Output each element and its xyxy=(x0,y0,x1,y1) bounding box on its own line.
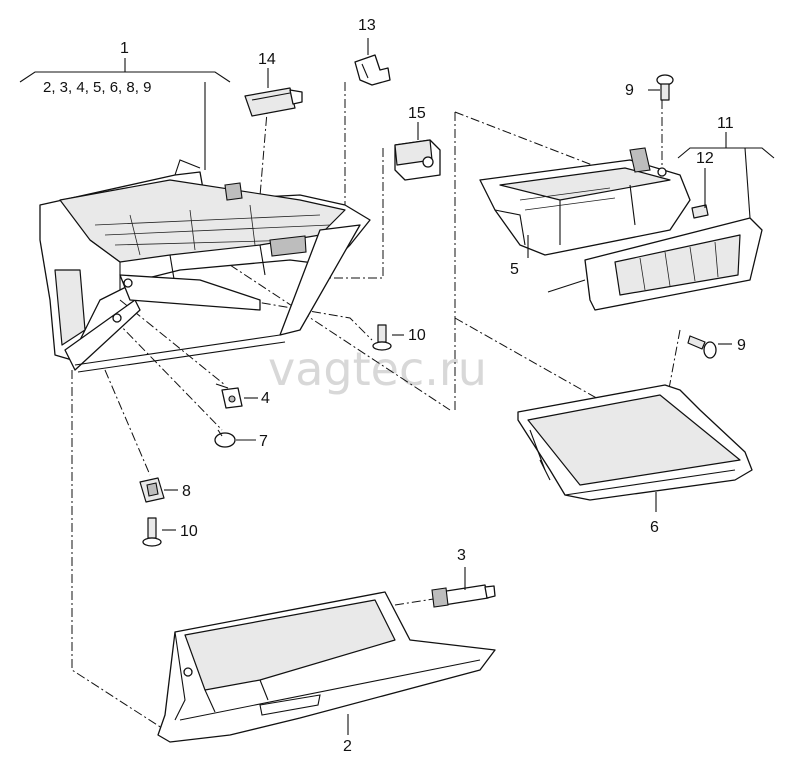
callout-10-lower: 10 xyxy=(180,523,198,540)
glovebox-lid xyxy=(157,591,496,743)
screw-part-10-upper xyxy=(372,324,392,351)
callout-1-sub: 2, 3, 4, 5, 6, 8, 9 xyxy=(43,79,151,96)
callout-5: 5 xyxy=(510,261,519,278)
callout-3: 3 xyxy=(457,547,466,564)
callout-7: 7 xyxy=(259,433,268,450)
callout-6: 6 xyxy=(650,519,659,536)
glovebox-carrier-frame xyxy=(39,159,371,373)
leader-lines xyxy=(19,38,775,735)
callout-4: 4 xyxy=(261,390,270,407)
switch-part-15 xyxy=(394,139,441,181)
clip-part-4 xyxy=(215,383,243,409)
callout-15: 15 xyxy=(408,105,426,122)
spring-nut-part-8 xyxy=(139,477,165,503)
callout-9-lower: 9 xyxy=(737,337,746,354)
clip-part-12 xyxy=(691,204,709,219)
callout-9-upper: 9 xyxy=(625,82,634,99)
insert-part-11 xyxy=(547,217,763,311)
screw-part-9-upper xyxy=(656,74,674,101)
callout-labels: 1 2, 3, 4, 5, 6, 8, 9 14 13 15 9 11 12 5… xyxy=(43,17,746,755)
watermark-text: vagtec.ru xyxy=(268,342,487,396)
callout-14: 14 xyxy=(258,51,276,68)
lock-latch xyxy=(431,584,496,608)
rivet-part-7 xyxy=(214,429,236,448)
screw-part-10-lower xyxy=(142,517,162,547)
holder-part-5 xyxy=(479,147,691,256)
callout-12: 12 xyxy=(696,150,714,167)
callout-13: 13 xyxy=(358,17,376,34)
guide-lines xyxy=(71,82,681,731)
callout-10-upper: 10 xyxy=(408,327,426,344)
callout-2: 2 xyxy=(343,738,352,755)
module-part-14 xyxy=(244,87,303,117)
screw-part-9-lower xyxy=(687,335,717,359)
callout-1: 1 xyxy=(120,40,129,57)
callout-11: 11 xyxy=(717,115,734,132)
callout-8: 8 xyxy=(182,483,191,500)
bracket-part-13 xyxy=(354,54,391,86)
tray-part-6 xyxy=(517,384,753,501)
